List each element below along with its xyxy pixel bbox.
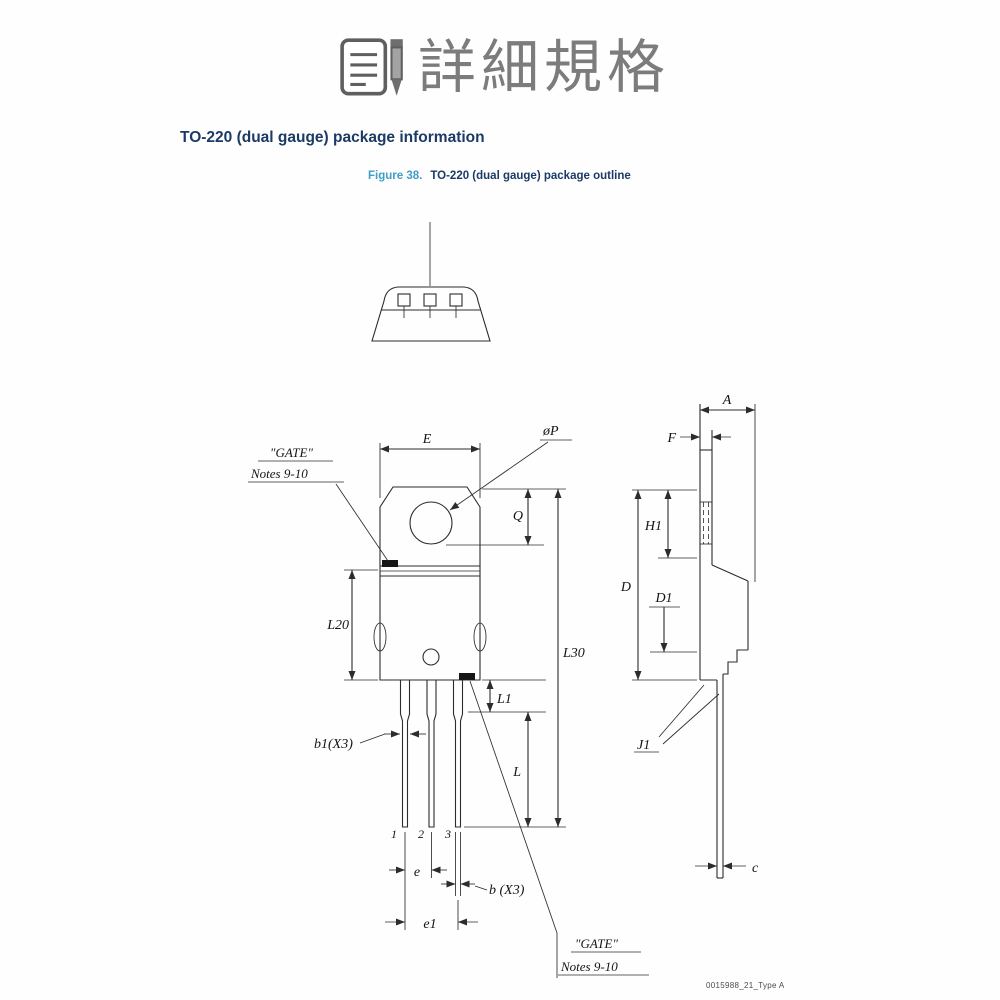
label-dim-L20: L20 bbox=[326, 618, 349, 633]
dimension-L20: L20 bbox=[326, 569, 378, 681]
label-dim-D: D bbox=[620, 580, 631, 595]
lead-1 bbox=[399, 680, 411, 828]
lead-3 bbox=[452, 680, 464, 828]
dimension-D1: D1 bbox=[649, 591, 697, 653]
dimension-c: c bbox=[695, 861, 759, 876]
drawing-code: 0015988_21_Type A bbox=[706, 981, 785, 990]
figure-title: TO-220 (dual gauge) package outline bbox=[430, 170, 631, 182]
gate-note-top-line1: "GATE" bbox=[270, 445, 313, 460]
dimension-A: A bbox=[700, 393, 755, 414]
label-dim-Q: Q bbox=[513, 509, 523, 524]
label-dim-E: E bbox=[422, 432, 432, 447]
dimension-P: øP bbox=[449, 424, 572, 511]
figure-number: Figure 38. bbox=[368, 170, 423, 182]
gate-note-bottom-line1: "GATE" bbox=[575, 936, 618, 951]
label-dim-L1: L1 bbox=[496, 692, 512, 707]
label-dim-D1: D1 bbox=[654, 591, 672, 606]
pin2-cross-section bbox=[423, 293, 437, 307]
pin-numbers: 1 2 3 bbox=[391, 827, 451, 841]
left-notch bbox=[373, 622, 387, 652]
gate-mark-bottom bbox=[459, 673, 475, 680]
label-dim-b1: b1(X3) bbox=[314, 737, 353, 752]
label-dim-J1: J1 bbox=[637, 738, 650, 753]
center-dimple bbox=[422, 648, 440, 666]
dimension-b1: b1(X3) bbox=[314, 730, 426, 752]
gate-note-top-line2: Notes 9-10 bbox=[250, 466, 308, 481]
dimension-Q: Q bbox=[446, 488, 566, 546]
pin-number-3: 3 bbox=[444, 827, 451, 841]
lead-2 bbox=[426, 680, 437, 828]
label-dim-L30: L30 bbox=[562, 646, 585, 661]
pin-number-1: 1 bbox=[391, 827, 397, 841]
label-dim-F: F bbox=[666, 431, 676, 446]
dimension-D: D bbox=[620, 490, 697, 681]
page-header: 詳細規格 bbox=[338, 34, 670, 102]
document-pen-icon bbox=[340, 38, 403, 96]
dimension-L1: L1 bbox=[468, 679, 546, 713]
pin-number-2: 2 bbox=[418, 827, 424, 841]
front-body bbox=[373, 486, 487, 828]
dimension-F: F bbox=[666, 431, 731, 446]
gate-note-top: "GATE" Notes 9-10 bbox=[248, 445, 389, 562]
dimension-H1: H1 bbox=[632, 489, 697, 559]
figure-caption: Figure 38. TO-220 (dual gauge) package ou… bbox=[368, 170, 631, 182]
gate-note-bottom-line2: Notes 9-10 bbox=[560, 959, 618, 974]
dimension-E: E bbox=[379, 432, 481, 498]
front-view: E øP Q L20 L30 bbox=[248, 424, 649, 978]
label-dim-c: c bbox=[752, 861, 759, 876]
side-view: A F H1 D D1 bbox=[620, 393, 759, 879]
dimension-e: e bbox=[389, 832, 447, 930]
label-dim-H1: H1 bbox=[644, 519, 662, 534]
label-dim-e1: e1 bbox=[423, 917, 436, 932]
label-dim-e: e bbox=[414, 865, 420, 880]
side-body bbox=[699, 404, 756, 879]
label-dim-P: øP bbox=[542, 424, 559, 439]
header-title: 詳細規格 bbox=[418, 35, 671, 100]
top-view bbox=[371, 222, 491, 342]
dimension-J1: J1 bbox=[634, 684, 720, 753]
label-dim-A: A bbox=[722, 393, 732, 408]
right-notch bbox=[473, 622, 487, 652]
label-dim-b: b (X3) bbox=[489, 883, 525, 898]
pin3-cross-section bbox=[449, 293, 463, 307]
pin1-cross-section bbox=[397, 293, 411, 307]
label-dim-L: L bbox=[512, 765, 521, 780]
dimension-e1: e1 bbox=[385, 900, 478, 932]
dimension-L: L bbox=[512, 712, 532, 827]
gate-mark-top bbox=[382, 560, 398, 567]
mounting-hole bbox=[409, 501, 453, 545]
dimension-b: b (X3) bbox=[441, 832, 525, 898]
dimension-L30: L30 bbox=[464, 489, 585, 828]
section-title: TO-220 (dual gauge) package information bbox=[180, 129, 485, 146]
gate-note-bottom: "GATE" Notes 9-10 bbox=[469, 680, 649, 978]
